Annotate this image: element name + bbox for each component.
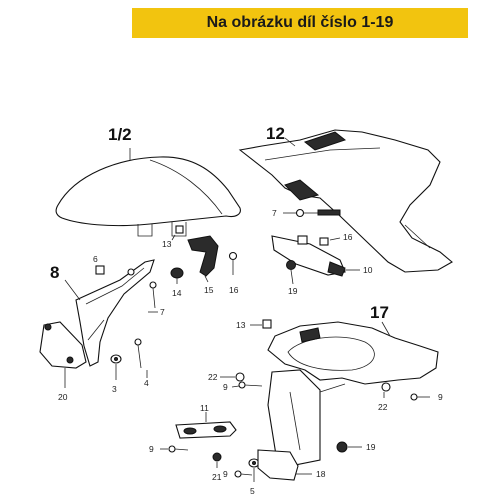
label-7a: 7 [272,208,277,218]
label-18: 18 [316,469,326,479]
label-9d: 9 [223,469,228,479]
clip-13-top [175,225,184,234]
label-15: 15 [204,285,214,295]
washer-22-right [381,382,391,392]
part-plate-20 [39,321,87,369]
label-12: 12 [266,124,285,143]
label-16a: 16 [343,232,353,242]
clip-13-mid [262,319,272,329]
screw-9-bottom-left [168,445,189,453]
clip-6 [95,265,105,275]
label-3: 3 [112,384,117,394]
grommet-14 [170,267,184,279]
label-9b: 9 [438,392,443,402]
label-9c: 9 [149,444,154,454]
label-11: 11 [200,403,209,413]
screw-7-left [127,268,157,309]
nut-21 [212,452,222,462]
screw-4 [134,338,142,369]
part-front-fender [55,156,241,237]
leader-17 [381,321,391,337]
title-banner: Na obrázku díl číslo 1-19 [132,8,468,38]
part-panel-18 [257,449,299,481]
title-banner-text: Na obrázku díl číslo 1-19 [206,14,394,31]
label-13b: 13 [236,320,246,330]
label-6: 6 [93,254,98,264]
label-13a: 13 [162,239,172,249]
label-1-2: 1/2 [108,125,132,144]
part-plate-11 [175,421,237,439]
leader-16a [329,237,341,241]
washer-22-left [235,372,245,382]
nut-19-top [286,260,296,270]
label-21: 21 [212,472,222,482]
part-rear-body-cover [238,129,453,273]
leader-9a [231,385,240,388]
screw-7-top [295,208,341,218]
leader-12 [284,137,296,147]
leader-8 [64,279,81,301]
screw-16-mid [228,251,238,275]
leader-13a [171,234,176,241]
clip-16-top [297,235,329,246]
label-9a: 9 [223,382,228,392]
nut-19-bottom [336,441,348,453]
label-14: 14 [172,288,182,298]
leader-19a [290,269,294,285]
label-22b: 22 [378,402,388,412]
washer-3 [110,354,122,364]
screw-9-bottom-center [234,470,253,478]
leader-15 [204,275,209,283]
label-10: 10 [363,265,373,275]
label-17: 17 [370,303,389,322]
part-side-panel-8 [75,259,155,367]
label-20: 20 [58,392,68,402]
screw-9-left [238,381,263,389]
label-22a: 22 [208,372,218,382]
label-19a: 19 [288,286,298,296]
label-19b: 19 [366,442,376,452]
part-bracket-15 [187,235,219,277]
label-7b: 7 [160,307,165,317]
label-4: 4 [144,378,149,388]
label-16b: 16 [229,285,239,295]
label-8: 8 [50,263,59,282]
part-underseat-tray-17 [267,321,439,466]
screw-9-right [410,393,430,401]
label-5: 5 [250,486,255,496]
part-rear-plate [271,235,346,277]
washer-5 [248,458,260,468]
